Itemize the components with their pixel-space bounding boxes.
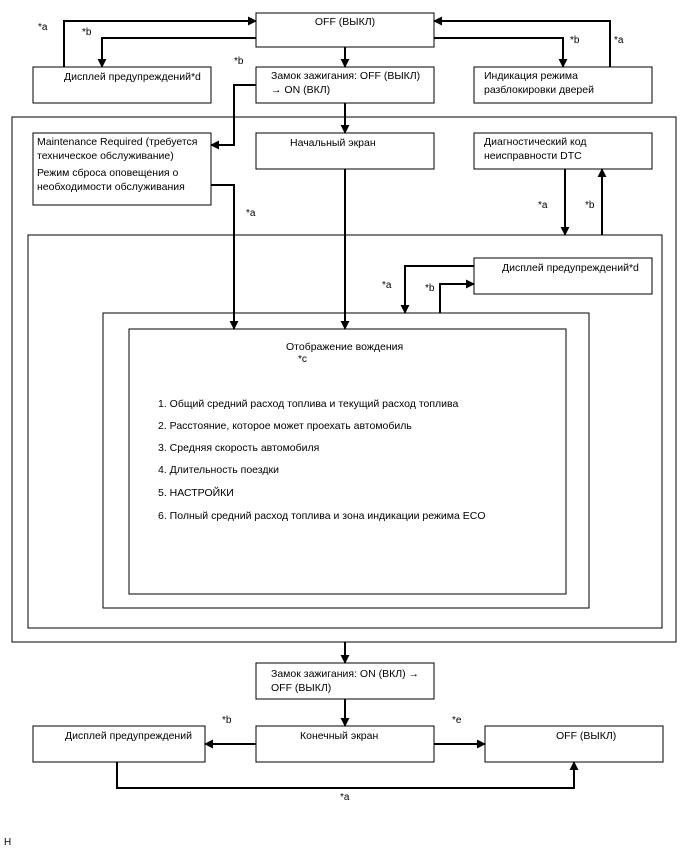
arrow-warn-to-off xyxy=(63,16,257,67)
label-maint-reset: Режим сброса оповещения о необходимости … xyxy=(37,167,185,193)
note-a-bottom: *a xyxy=(340,792,350,803)
label-warn-inner: Дисплей предупреждений*d xyxy=(502,262,639,274)
driving-item-6: 6. Полный средний расход топлива и зона … xyxy=(158,510,486,522)
arrow-warn-inner-out xyxy=(400,265,474,314)
driving-title: Отображение вождения xyxy=(286,341,404,353)
label-dtc: Диагностический код неисправности DTC xyxy=(484,136,587,162)
inner-frame xyxy=(102,312,590,609)
label-end-screen: Конечный экран xyxy=(300,730,379,742)
label-start-screen: Начальный экран xyxy=(290,137,376,149)
label-warn-top: Дисплей предупреждений*d xyxy=(64,71,201,83)
box-maintenance xyxy=(32,132,212,206)
note-b-bottom: *b xyxy=(222,715,232,726)
driving-item-1: 1. Общий средний расход топлива и текущи… xyxy=(158,398,459,410)
driving-item-4: 4. Длительность поездки xyxy=(158,464,279,476)
arrow-door-to-off xyxy=(433,16,611,67)
note-e-bottom: *e xyxy=(452,715,462,726)
note-b-ignition: *b xyxy=(234,56,244,67)
arrow-maint-to-driving xyxy=(211,184,239,330)
note-a-maint: *a xyxy=(246,208,256,219)
driving-item-3: 3. Средняя скорость автомобиля xyxy=(158,442,320,454)
note-b-dtc: *b xyxy=(585,200,595,211)
label-warn-bottom: Дисплей предупреждений xyxy=(65,730,192,742)
label-off-top: OFF (ВЫКЛ) xyxy=(314,16,376,28)
note-b-topleft: *b xyxy=(82,27,92,38)
box-dtc xyxy=(473,132,653,170)
arrow-ignition-to-maint xyxy=(210,84,256,150)
box-warn-top xyxy=(32,66,212,104)
footer-mark: H xyxy=(4,837,12,848)
note-a-warn-inner: *a xyxy=(382,280,392,291)
arrow-warn-to-off-bottom xyxy=(116,761,579,789)
box-warn-inner xyxy=(473,257,653,295)
note-b-topright: *b xyxy=(570,35,580,46)
label-off-bottom: OFF (ВЫКЛ) xyxy=(556,730,617,742)
driving-box xyxy=(128,328,567,595)
note-a-dtc: *a xyxy=(538,200,548,211)
driving-note: *c xyxy=(298,354,307,365)
label-ignition-off: Замок зажигания: ON (ВКЛ) → OFF (ВЫКЛ) xyxy=(271,668,420,694)
note-a-topleft: *a xyxy=(38,22,48,33)
arrow-warn-inner-in xyxy=(439,279,475,313)
arrow-off-to-door xyxy=(434,37,568,68)
label-door-unlock: Индикация режима разблокировки дверей xyxy=(484,70,594,96)
note-b-warn-inner: *b xyxy=(425,283,435,294)
note-a-topright: *a xyxy=(614,35,624,46)
driving-item-5: 5. НАСТРОЙКИ xyxy=(158,487,234,499)
label-maint-required: Maintenance Required (требуется техничес… xyxy=(37,136,198,162)
arrow-off-to-warn xyxy=(97,37,256,68)
driving-item-2: 2. Расстояние, которое может проехать ав… xyxy=(158,420,412,432)
label-ignition-on: Замок зажигания: OFF (ВЫКЛ) → ON (ВКЛ) xyxy=(271,70,421,96)
